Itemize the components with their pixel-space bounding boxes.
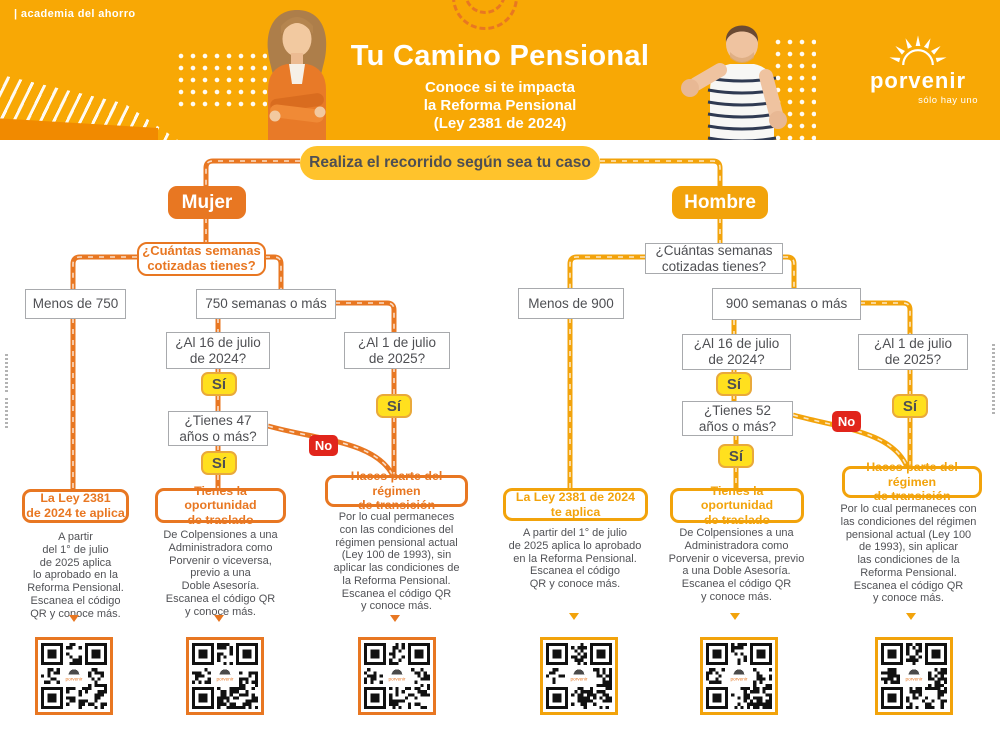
hombre-result-traslado-text: De Colpensiones a una Administradora com…: [668, 527, 805, 603]
legal-fine-print-vertical: [5, 398, 8, 428]
svg-text:porvenir: porvenir: [389, 676, 406, 681]
qr-code: porvenir: [186, 637, 264, 715]
svg-text:porvenir: porvenir: [66, 676, 83, 681]
legal-fine-print-vertical: [992, 344, 995, 414]
mujer-result-ley-box: La Ley 2381 de 2024 te aplica: [22, 489, 129, 523]
hombre-question-date-2024: ¿Al 16 de julio de 2024?: [682, 334, 791, 370]
mujer-weeks-more-box: 750 semanas o más: [196, 289, 336, 319]
qr-code: porvenir: [700, 637, 778, 715]
hombre-result-transicion-text: Por lo cual permaneces con las condicion…: [840, 503, 977, 605]
porvenir-logo: porvenir sólo hay uno: [858, 25, 978, 106]
page-subtitle: Conoce si te impacta la Reforma Pensiona…: [423, 79, 577, 132]
mujer-result-transicion-text: Por lo cual permaneces con las condicion…: [333, 511, 460, 613]
svg-text:porvenir: porvenir: [217, 676, 234, 681]
down-arrow-icon: [214, 615, 224, 622]
si-badge: Sí: [718, 444, 754, 468]
si-badge: Sí: [892, 394, 928, 418]
mujer-result-traslado-box: Tienes la oportunidad de traslado: [155, 484, 286, 527]
down-arrow-icon: [569, 613, 579, 620]
svg-text:porvenir: porvenir: [571, 676, 588, 681]
hombre-button[interactable]: Hombre: [672, 186, 768, 219]
mujer-result-transicion-box: Haces parte del régimen de transición: [325, 469, 468, 512]
mujer-result-ley-text: A partir del 1° de julio de 2025 aplica …: [27, 531, 124, 620]
svg-text:porvenir: porvenir: [731, 676, 748, 681]
hombre-question-age: ¿Tienes 52 años o más?: [682, 401, 793, 436]
hombre-question-date-2025: ¿Al 1 de julio de 2025?: [858, 334, 968, 370]
porvenir-tagline: sólo hay uno: [918, 95, 978, 106]
legal-fine-print-vertical: [5, 354, 8, 392]
mujer-weeks-less-box: Menos de 750: [25, 289, 126, 319]
hombre-result-ley-text: A partir del 1° de julio de 2025 aplica …: [508, 527, 642, 590]
academia-del-ahorro-logo: | academia del ahorro: [14, 8, 136, 20]
qr-code: porvenir: [35, 637, 113, 715]
down-arrow-icon: [390, 615, 400, 622]
intro-pill: Realiza el recorrido según sea tu caso: [300, 146, 600, 180]
hombre-weeks-more-box: 900 semanas o más: [712, 288, 861, 320]
hombre-weeks-less-box: Menos de 900: [518, 288, 624, 319]
no-badge: No: [309, 435, 338, 456]
svg-text:porvenir: porvenir: [906, 676, 923, 681]
down-arrow-icon: [906, 613, 916, 620]
mujer-question-age: ¿Tienes 47 años o más?: [168, 411, 268, 446]
si-badge: Sí: [376, 394, 412, 418]
page-title: Tu Camino Pensional: [350, 40, 650, 72]
mujer-result-traslado-text: De Colpensiones a una Administradora com…: [163, 529, 278, 618]
hombre-result-traslado-box: Tienes la oportunidad de traslado: [670, 484, 804, 527]
qr-code: porvenir: [875, 637, 953, 715]
hombre-result-ley-box: La Ley 2381 de 2024 te aplica: [503, 488, 648, 521]
mujer-question-date-2025: ¿Al 1 de julio de 2025?: [344, 332, 450, 369]
dots-pattern-left: [175, 50, 267, 108]
porvenir-wordmark: porvenir: [869, 68, 967, 93]
title-block: Tu Camino Pensional Conoce si te impacta…: [320, 40, 680, 133]
qr-code: porvenir: [540, 637, 618, 715]
mujer-button[interactable]: Mujer: [168, 186, 246, 219]
hombre-question-weeks: ¿Cuántas semanas cotizadas tienes?: [645, 243, 783, 274]
mujer-question-date-2024: ¿Al 16 de julio de 2024?: [166, 332, 270, 369]
hombre-result-transicion-box: Haces parte del régimen de transición: [842, 460, 982, 503]
si-badge: Sí: [201, 372, 237, 396]
down-arrow-icon: [730, 613, 740, 620]
woman-photo-illustration: [267, 10, 327, 140]
si-badge: Sí: [201, 451, 237, 475]
qr-code: porvenir: [358, 637, 436, 715]
mujer-question-weeks: ¿Cuántas semanas cotizadas tienes?: [137, 242, 266, 276]
header-banner: | academia del ahorro: [0, 0, 1000, 140]
man-photo-illustration: [681, 25, 787, 140]
no-badge: No: [832, 411, 861, 432]
down-arrow-icon: [69, 615, 79, 622]
si-badge: Sí: [716, 372, 752, 396]
porvenir-sun-icon: [889, 35, 947, 66]
